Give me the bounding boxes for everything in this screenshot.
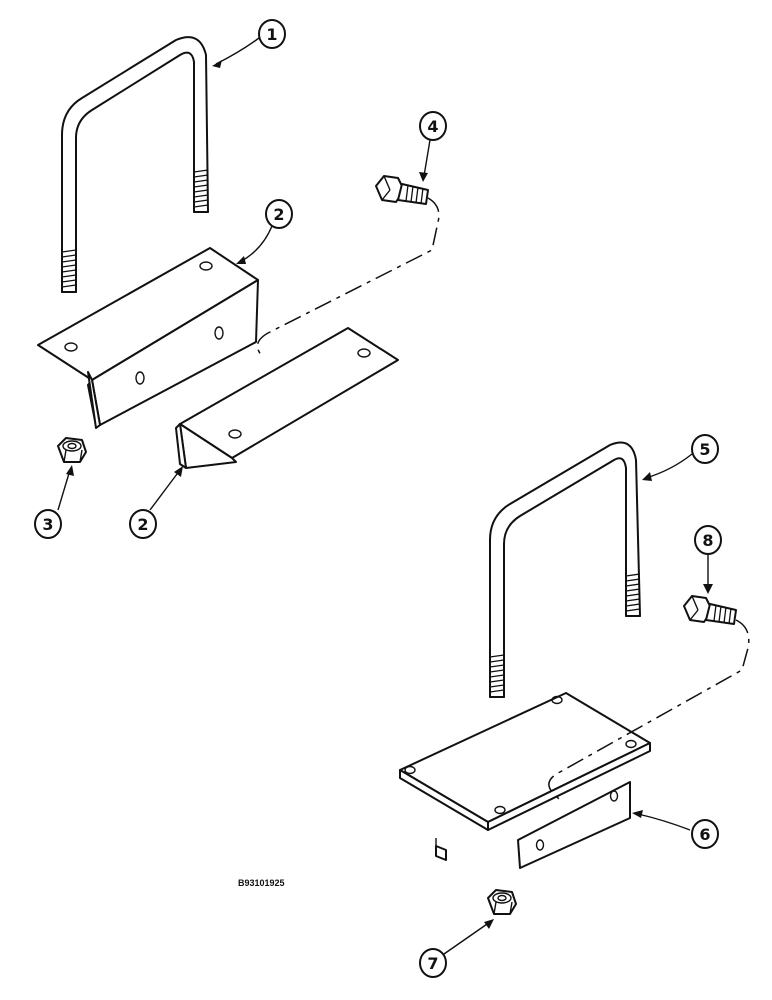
figure-reference-code: B93101925	[238, 878, 285, 888]
callout-3: 3	[34, 509, 62, 539]
nut-lower	[487, 889, 517, 915]
callout-2-upper: 2	[265, 199, 293, 229]
svg-text:7: 7	[427, 954, 438, 973]
svg-text:8: 8	[702, 531, 713, 550]
u-bolt-thread-left	[61, 249, 77, 288]
u-bolt-large	[61, 36, 209, 293]
leader-lines	[57, 37, 713, 955]
bolt-upper	[375, 175, 429, 205]
u-bolt-thread-right	[193, 169, 209, 208]
svg-text:3: 3	[42, 515, 53, 534]
u-bolt-lower	[489, 441, 641, 698]
callout-4: 4	[419, 111, 447, 141]
callout-2-lower: 2	[129, 509, 157, 539]
svg-text:2: 2	[137, 515, 148, 534]
assembly-path-upper	[256, 197, 440, 357]
svg-text:2: 2	[273, 205, 284, 224]
callout-6: 6	[691, 819, 719, 849]
bolt-lower	[683, 595, 737, 625]
svg-text:6: 6	[699, 825, 710, 844]
callout-8: 8	[694, 525, 722, 555]
assembly-path-lower	[548, 619, 750, 801]
mount-plate	[399, 692, 651, 869]
callout-5: 5	[691, 434, 719, 464]
svg-text:1: 1	[266, 25, 277, 44]
svg-text:4: 4	[427, 117, 438, 136]
u-bolt-lower-thread-left	[489, 654, 505, 693]
nut-upper	[57, 437, 87, 463]
angle-bracket-upper	[37, 247, 259, 429]
callout-7: 7	[419, 948, 447, 978]
u-bolt-lower-thread-right	[625, 573, 641, 612]
angle-bracket-lower	[175, 327, 399, 469]
callout-1: 1	[258, 19, 286, 49]
svg-text:5: 5	[699, 440, 710, 459]
